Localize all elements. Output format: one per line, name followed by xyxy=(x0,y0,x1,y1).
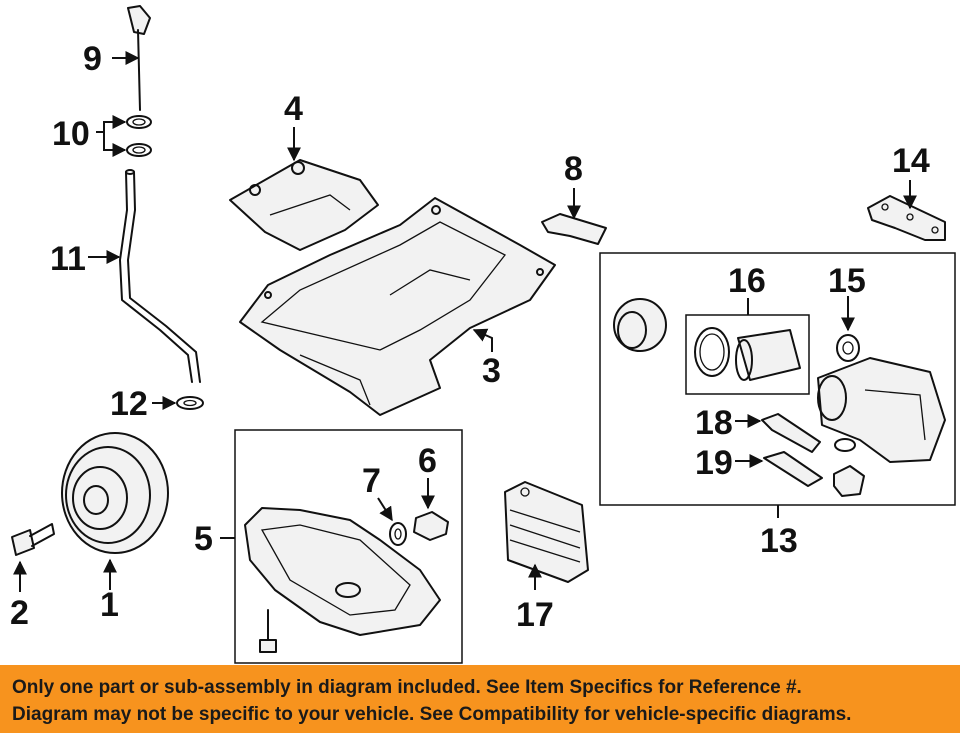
crankshaft-pulley xyxy=(61,432,169,554)
callout-1: 1 xyxy=(100,586,119,624)
callout-2: 2 xyxy=(10,594,29,632)
oil-pickup xyxy=(541,213,607,245)
leader-3 xyxy=(472,328,493,352)
tube-o-ring xyxy=(176,396,204,410)
callout-7: 7 xyxy=(362,462,381,500)
bracket xyxy=(761,413,821,453)
lower-oil-pan xyxy=(244,507,441,653)
callout-16: 16 xyxy=(728,262,766,300)
housing-seal xyxy=(763,451,823,487)
callout-3: 3 xyxy=(482,352,501,390)
oil-cooler xyxy=(504,481,589,583)
leader-7 xyxy=(377,497,393,522)
callout-14: 14 xyxy=(892,142,930,180)
housing-washer xyxy=(836,334,860,362)
oil-filter-element xyxy=(694,327,801,381)
callout-6: 6 xyxy=(418,442,437,480)
pulley-bolt xyxy=(11,523,55,556)
disclaimer-line-1: Only one part or sub-assembly in diagram… xyxy=(12,677,802,698)
callout-4: 4 xyxy=(284,90,303,128)
callout-11: 11 xyxy=(50,240,86,278)
parts-diagram: 9 10 11 12 4 8 3 14 16 15 18 19 13 5 6 7… xyxy=(10,5,956,664)
disclaimer-banner: Only one part or sub-assembly in diagram… xyxy=(0,665,960,733)
callout-8: 8 xyxy=(564,150,583,188)
callout-15: 15 xyxy=(828,262,866,300)
dipstick-o-rings xyxy=(126,115,152,157)
drain-washer xyxy=(389,522,407,546)
callout-17: 17 xyxy=(516,596,554,634)
dipstick-tube xyxy=(119,169,201,383)
oil-pan-lower-group-box xyxy=(234,429,463,664)
callout-12: 12 xyxy=(110,385,148,423)
callout-9: 9 xyxy=(83,40,102,78)
leader-10b xyxy=(103,132,127,157)
disclaimer-line-2: Diagram may not be specific to your vehi… xyxy=(12,704,852,725)
oil-filter-housing xyxy=(817,357,946,497)
callout-13: 13 xyxy=(760,522,798,560)
oil-pan-baffle xyxy=(229,159,379,251)
callout-18: 18 xyxy=(695,404,733,442)
callout-10: 10 xyxy=(52,115,90,153)
callout-19: 19 xyxy=(695,444,733,482)
housing-gasket xyxy=(867,195,946,241)
callout-5: 5 xyxy=(194,520,213,558)
leader-10 xyxy=(96,115,127,133)
upper-oil-pan xyxy=(239,197,556,416)
drain-plug xyxy=(413,511,449,541)
dipstick xyxy=(127,5,151,111)
oil-filter-cap xyxy=(613,298,667,352)
